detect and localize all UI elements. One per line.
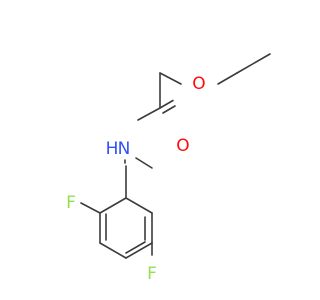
ring-bond-5 — [125, 242, 153, 259]
ring-bond-7 — [125, 197, 153, 214]
atom-oxygen-carbonyl: O — [176, 136, 189, 156]
molecule-diagram: O O H N F F — [66, 53, 271, 284]
atom-nitrogen-amide: N — [118, 139, 131, 159]
ring-bond-4 — [99, 242, 127, 259]
structure-canvas: O O H N F F — [66, 53, 271, 284]
bond-n-to-ring-carbon — [135, 157, 153, 169]
bond-carbonyl-double-a — [159, 99, 174, 109]
bond-o-ether-ch2 — [159, 72, 182, 85]
bond-ch2-o-ether — [217, 72, 238, 85]
ring-double-inner-3 — [125, 241, 146, 254]
bond-carbonyl-n — [137, 107, 161, 121]
atom-fluorine-ortho: F — [66, 193, 76, 213]
atom-fluorine-para: F — [147, 264, 157, 284]
bond-carbonyl-double-b — [162, 105, 176, 114]
atom-label-layer: O O H N F F — [66, 74, 206, 284]
bond-ch3-ch2 — [236, 53, 271, 74]
ring-bond-2 — [99, 197, 127, 214]
bond-layer — [80, 53, 271, 259]
atom-hydrogen-amide: H — [106, 139, 119, 159]
atom-oxygen-ether: O — [192, 74, 205, 94]
bond-ring-f-ortho — [80, 202, 101, 214]
